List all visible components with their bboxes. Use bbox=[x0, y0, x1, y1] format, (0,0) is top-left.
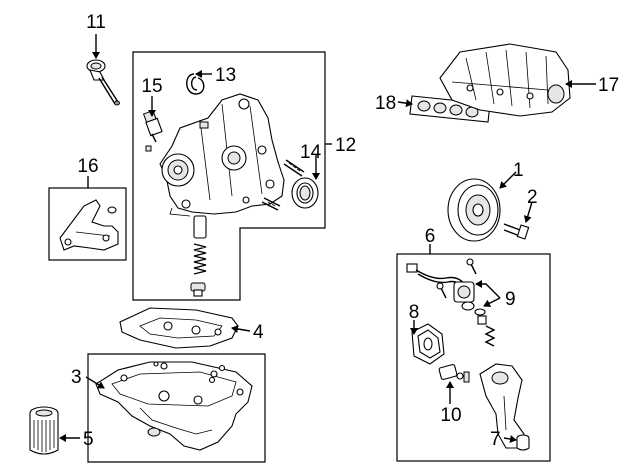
callout-5: 5 bbox=[83, 429, 94, 450]
oil-seal-part bbox=[291, 177, 319, 209]
retaining-clip-part bbox=[186, 73, 205, 95]
intake-manifold-part bbox=[439, 43, 571, 117]
callout-9: 9 bbox=[505, 289, 516, 310]
pan-baffle-part bbox=[119, 307, 239, 349]
callout-4: 4 bbox=[253, 322, 264, 343]
sensor-group-box bbox=[396, 253, 551, 462]
solenoid-spring-part bbox=[477, 315, 496, 347]
crankshaft-pulley-part bbox=[447, 178, 501, 242]
pressure-switch-part bbox=[142, 109, 163, 143]
callout-7: 7 bbox=[490, 429, 501, 450]
stud-bolt-part bbox=[261, 159, 305, 211]
vtc-solenoid-part bbox=[453, 281, 486, 316]
callout-1: 1 bbox=[513, 160, 524, 181]
oil-pan-part bbox=[95, 361, 253, 451]
callout-13: 13 bbox=[215, 65, 236, 86]
sensor-10-part bbox=[438, 364, 470, 383]
callout-14: 14 bbox=[300, 142, 322, 163]
callout-11: 11 bbox=[86, 12, 106, 33]
pulley-bolt-part bbox=[503, 223, 530, 240]
callout-15: 15 bbox=[141, 76, 162, 97]
callout-8: 8 bbox=[409, 302, 420, 323]
oil-filter-part bbox=[29, 406, 59, 455]
callout-10: 10 bbox=[440, 405, 461, 426]
callout-18: 18 bbox=[375, 93, 396, 114]
callout-3: 3 bbox=[71, 367, 82, 388]
oil-pump-group-box bbox=[132, 51, 326, 301]
bracket-part bbox=[59, 199, 119, 251]
callout-16: 16 bbox=[77, 156, 98, 177]
callout-2: 2 bbox=[527, 187, 538, 208]
callout-17: 17 bbox=[598, 75, 619, 96]
oil-pan-group-box bbox=[87, 353, 266, 463]
strainer-part bbox=[479, 363, 525, 449]
leader-lines bbox=[59, 34, 596, 443]
relief-spring-part bbox=[190, 215, 207, 297]
oring-7-part bbox=[516, 434, 530, 451]
callout-12: 12 bbox=[335, 135, 356, 156]
callout-6: 6 bbox=[425, 226, 436, 247]
gasket-8-part bbox=[411, 323, 445, 365]
dipstick-part bbox=[86, 59, 120, 106]
oil-pump-housing-part bbox=[145, 93, 285, 217]
